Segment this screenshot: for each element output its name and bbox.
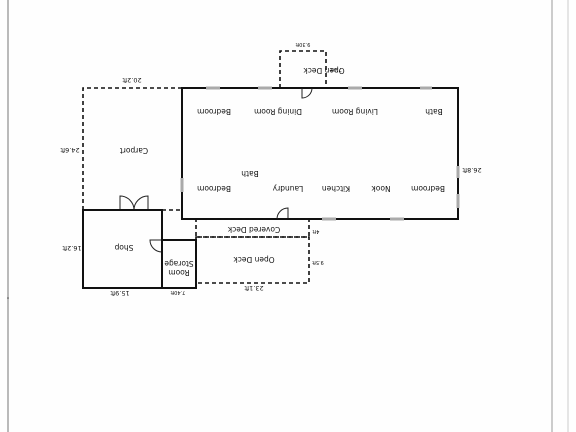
room-label-living-room: Living Room [332,107,378,116]
room-label-bedroom-right: Bedroom [411,184,445,193]
carport-door-left [119,195,135,211]
dim-storage-width: 7.40ft [171,289,186,295]
room-label-nook: Nook [371,184,391,193]
room-label-covered-deck: Covered Deck [227,225,280,234]
room-label-storage-room: Room [168,268,189,277]
main-house-outline [181,87,459,220]
house-windows [180,86,460,221]
door-bottom [276,207,289,220]
open-deck-top-outline [279,50,327,88]
dim-shop-depth: 16.2ft [62,244,82,252]
stray-mark [7,297,9,299]
room-label-kitchen: Kitchen [322,184,350,193]
dimension-labels: 20.2ft 24.6ft 26.8ft 16.2ft 15.9ft 7.40f… [60,41,482,297]
room-label-dining-room: Dining Room [254,107,302,116]
room-label-bath-mid: Bath [241,169,259,178]
dim-covered-deck-depth: 4ft [313,228,320,234]
dim-top-deck-width: 9.30ft [296,41,311,47]
room-label-storage: Storage [164,259,194,268]
dim-carport-depth: 24.6ft [60,146,80,154]
room-label-carport: Carport [120,146,148,155]
room-label-laundry: Laundry [272,184,303,193]
dim-house-depth: 26.8ft [462,166,482,174]
shop-door [149,239,163,253]
dim-shop-width: 15.9ft [110,289,130,297]
dim-top-deck-depth: 7.4ft [330,66,342,72]
room-label-bath-top: Bath [425,107,443,116]
dim-open-deck-depth: 9.5ft [312,259,324,265]
covered-deck-outline [195,218,310,238]
room-label-bedroom-left: Bedroom [197,184,231,193]
dim-open-deck-width: 23.1ft [244,284,264,292]
room-label-bedroom-top: Bedroom [197,107,231,116]
room-label-open-deck-top: Open Deck [303,66,345,75]
carport-door-right [133,195,149,211]
room-label-shop: Shop [114,243,133,252]
room-label-open-deck-bottom: Open Deck [233,255,275,264]
dim-carport-width: 20.2ft [122,76,142,84]
room-labels: Bedroom Dining Room Living Room Bath Bed… [114,66,445,277]
open-deck-bottom-outline [195,236,310,284]
door-top [301,87,313,99]
